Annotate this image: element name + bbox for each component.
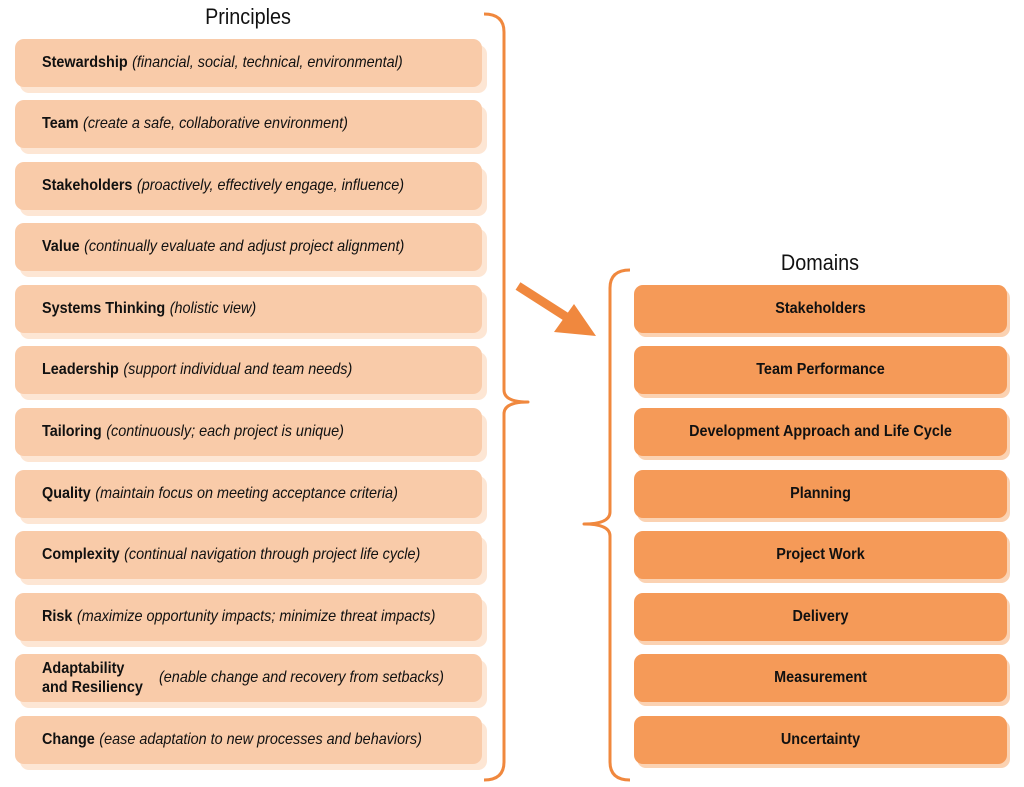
domain-label: Team Performance — [756, 361, 885, 378]
principle-desc: (maintain focus on meeting acceptance cr… — [95, 485, 398, 502]
principle-box-stewardship: Stewardship(financial, social, technical… — [15, 39, 482, 87]
domain-label: Development Approach and Life Cycle — [689, 423, 952, 440]
principle-desc: (continuously; each project is unique) — [106, 423, 344, 440]
principle-desc: (continually evaluate and adjust project… — [84, 238, 405, 255]
principle-box-tailoring: Tailoring(continuously; each project is … — [15, 408, 482, 456]
principle-box-leadership: Leadership(support individual and team n… — [15, 346, 482, 394]
principle-name: Systems Thinking — [42, 300, 166, 317]
domain-label: Planning — [790, 485, 851, 502]
principle-desc: (create a safe, collaborative environmen… — [83, 115, 348, 132]
principle-name: Quality — [42, 485, 91, 502]
domain-box-development-approach: Development Approach and Life Cycle — [634, 408, 1007, 456]
domain-box-stakeholders: Stakeholders — [634, 285, 1007, 333]
principle-desc: (continual navigation through project li… — [124, 546, 421, 563]
principle-name: Risk — [42, 608, 73, 625]
principle-name: Stewardship — [42, 54, 128, 71]
domain-label: Uncertainty — [780, 731, 861, 748]
domain-box-team-performance: Team Performance — [634, 346, 1007, 394]
principle-box-systems-thinking: Systems Thinking(holistic view) — [15, 285, 482, 333]
principle-desc: (proactively, effectively engage, influe… — [136, 177, 405, 194]
domain-box-delivery: Delivery — [634, 593, 1007, 641]
principle-name: Tailoring — [42, 423, 102, 440]
domain-box-measurement: Measurement — [634, 654, 1007, 702]
principle-desc: (financial, social, technical, environme… — [132, 54, 403, 71]
principles-title: Principles — [205, 4, 291, 29]
domain-box-planning: Planning — [634, 470, 1007, 518]
domain-label: Delivery — [792, 608, 849, 625]
domain-label: Measurement — [774, 669, 867, 686]
principle-box-value: Value(continually evaluate and adjust pr… — [15, 223, 482, 271]
domain-box-uncertainty: Uncertainty — [634, 716, 1007, 764]
principle-box-adaptability: Adaptability and Resiliency (enable chan… — [15, 654, 482, 702]
principle-desc: (support individual and team needs) — [123, 361, 353, 378]
principle-name: Value — [42, 238, 80, 255]
principle-box-stakeholders: Stakeholders(proactively, effectively en… — [15, 162, 482, 210]
domain-label: Stakeholders — [775, 300, 866, 317]
principle-name: Adaptability and Resiliency — [42, 659, 143, 697]
principle-name: Team — [42, 115, 79, 132]
principle-box-complexity: Complexity(continual navigation through … — [15, 531, 482, 579]
principle-name-line2: and Resiliency — [42, 679, 143, 696]
principle-box-risk: Risk(maximize opportunity impacts; minim… — [15, 593, 482, 641]
principle-name: Complexity — [42, 546, 120, 563]
principle-desc: (enable change and recovery from setback… — [159, 669, 444, 686]
principle-desc: (maximize opportunity impacts; minimize … — [76, 608, 436, 625]
principle-box-change: Change(ease adaptation to new processes … — [15, 716, 482, 764]
principle-name: Stakeholders — [42, 177, 133, 194]
principle-desc: (ease adaptation to new processes and be… — [99, 731, 422, 748]
principle-name: Change — [42, 731, 95, 748]
domain-box-project-work: Project Work — [634, 531, 1007, 579]
principles-brace — [483, 12, 530, 782]
domains-brace — [582, 268, 631, 782]
principle-desc: (holistic view) — [169, 300, 257, 317]
principle-name-line1: Adaptability — [42, 660, 125, 677]
principle-box-team: Team(create a safe, collaborative enviro… — [15, 100, 482, 148]
domain-label: Project Work — [776, 546, 865, 563]
principle-box-quality: Quality(maintain focus on meeting accept… — [15, 470, 482, 518]
principle-name: Leadership — [42, 361, 119, 378]
arrow-icon — [515, 282, 596, 336]
domains-title: Domains — [780, 250, 860, 275]
